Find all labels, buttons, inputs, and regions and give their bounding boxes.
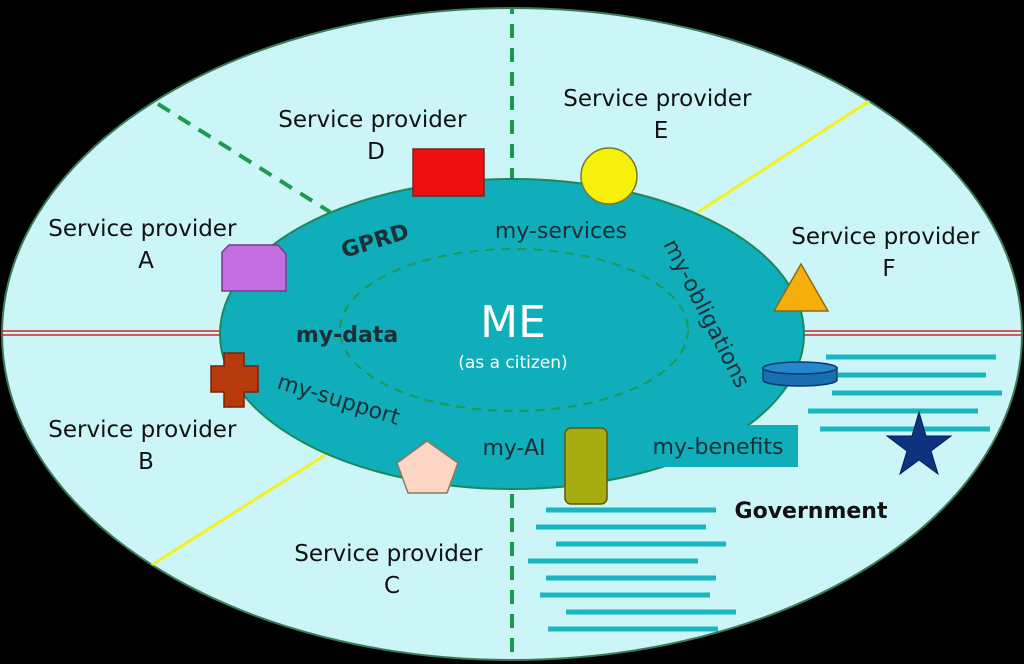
center-subtitle: (as a citizen): [458, 353, 567, 373]
government-lines-bottom: [528, 507, 736, 632]
obligations-cylinder: [762, 361, 838, 387]
provider-d-rectangle: [412, 148, 485, 197]
government-lines-right: [808, 354, 1002, 432]
provider-c-pentagon: [396, 440, 459, 494]
core-ellipse: [339, 248, 689, 412]
provider-a-shape: [221, 244, 287, 292]
label-my-services: my-services: [495, 219, 627, 244]
divider-top-left: [156, 102, 332, 214]
provider-e-label: Service provider E: [563, 86, 758, 144]
provider-f-label: Service provider F: [791, 224, 986, 282]
provider-f-triangle: [772, 262, 830, 312]
government-star-icon: [885, 410, 953, 476]
divider-bottom-left: [149, 450, 331, 568]
provider-a-label: Service provider A: [48, 216, 243, 274]
center-title: ME: [480, 297, 546, 348]
divider-top-right: [697, 96, 875, 214]
label-my-data: my-data: [296, 323, 398, 348]
label-my-ai: my-AI: [482, 436, 545, 461]
government-label: Government: [735, 499, 888, 524]
label-my-benefits: my-benefits: [653, 435, 784, 460]
provider-c-label: Service provider C: [294, 541, 489, 599]
my-ai-capsule: [564, 427, 608, 505]
provider-e-circle: [580, 147, 638, 205]
provider-d-label: Service provider D: [278, 107, 473, 165]
provider-b-label: Service provider B: [48, 417, 243, 475]
provider-b-cross: [210, 352, 259, 408]
inner-ellipse: [219, 178, 805, 490]
my-benefits-box: [640, 425, 798, 467]
